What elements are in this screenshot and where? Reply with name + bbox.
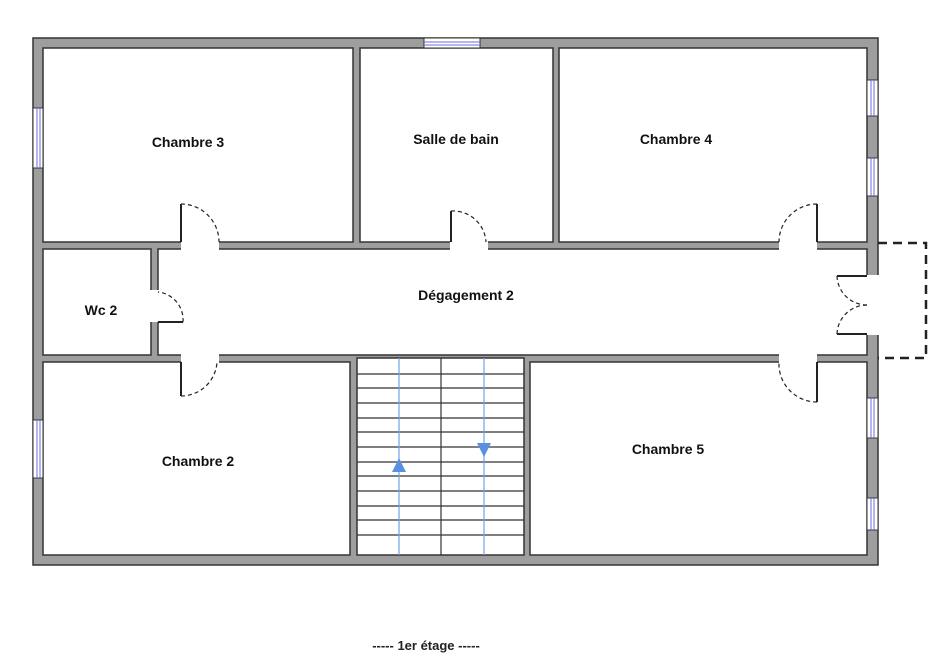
room-chambre-3 (42, 47, 354, 243)
room-degagement-2 (157, 248, 868, 356)
window-chambre-4-upper (866, 79, 879, 117)
window-top (423, 37, 481, 49)
room-chambre-5 (529, 361, 868, 556)
floor-caption: ----- 1er étage ----- (372, 638, 480, 653)
label-chambre-3: Chambre 3 (152, 134, 225, 150)
door-salle-de-bain (450, 210, 487, 243)
room-wc-2 (42, 248, 152, 356)
label-chambre-2: Chambre 2 (162, 453, 235, 469)
door-balcony (836, 275, 868, 335)
door-chambre-2 (180, 361, 218, 397)
door-wc-2 (157, 291, 184, 323)
window-chambre-5-lower (866, 497, 879, 531)
room-chambre-2 (42, 361, 351, 556)
stair-up-arrow-icon (392, 458, 406, 472)
door-chambre-4 (778, 203, 818, 243)
balcony-outline (878, 241, 928, 360)
label-chambre-4: Chambre 4 (640, 131, 713, 147)
window-chambre-2 (32, 419, 44, 479)
label-wc-2: Wc 2 (85, 302, 118, 318)
staircase (356, 357, 525, 556)
label-degagement-2: Dégagement 2 (418, 287, 514, 303)
window-chambre-3 (32, 107, 44, 169)
room-chambre-4 (558, 47, 868, 243)
door-chambre-5 (778, 361, 818, 403)
stair-down-arrow-icon (477, 443, 491, 457)
label-salle-de-bain: Salle de bain (413, 131, 499, 147)
window-chambre-4-lower (866, 157, 879, 197)
window-chambre-5-upper (866, 397, 879, 439)
label-chambre-5: Chambre 5 (632, 441, 705, 457)
door-chambre-3 (180, 203, 220, 243)
